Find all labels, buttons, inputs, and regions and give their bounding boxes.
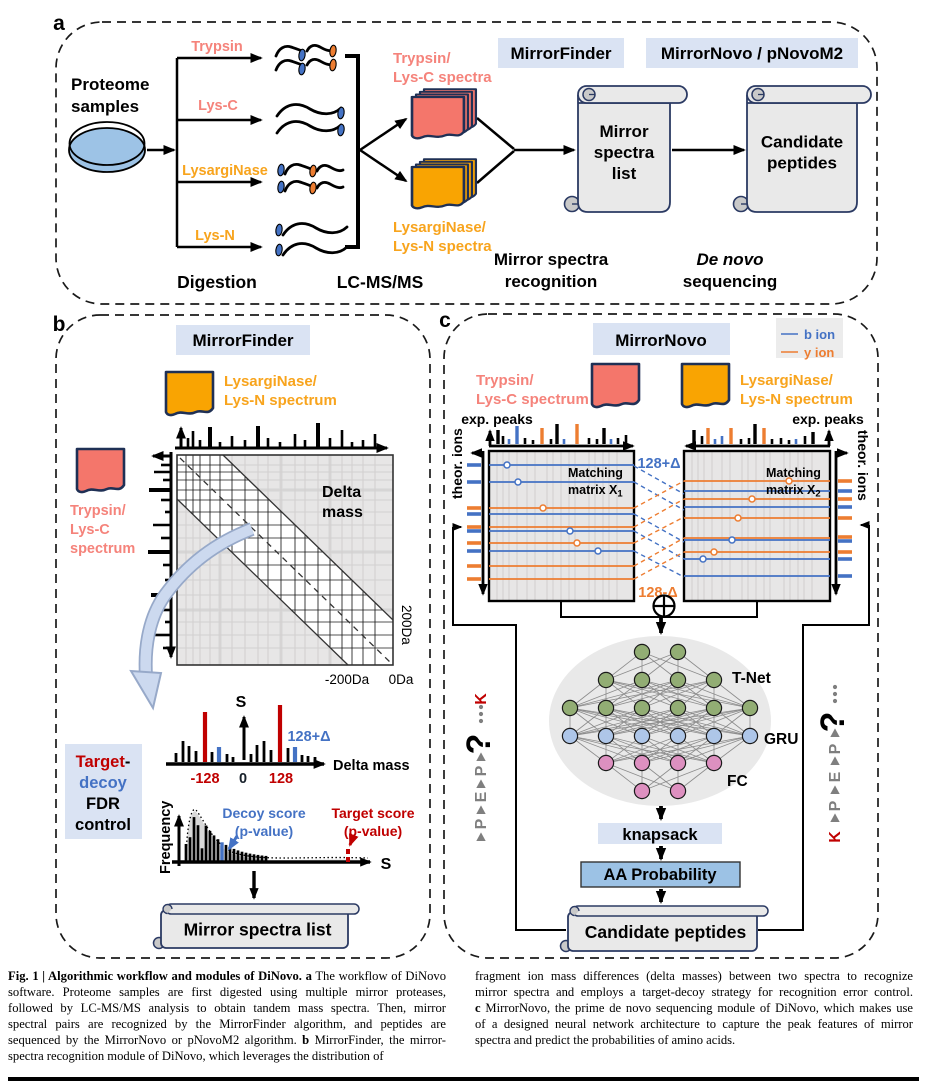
svg-text:Target-: Target- bbox=[76, 753, 131, 771]
svg-text:K: K bbox=[827, 831, 844, 843]
svg-text:Lys-C spectrum: Lys-C spectrum bbox=[476, 391, 589, 408]
svg-text:Trypsin/: Trypsin/ bbox=[70, 503, 126, 519]
svg-text:0Da: 0Da bbox=[389, 672, 414, 687]
svg-text:Proteome: Proteome bbox=[71, 75, 149, 94]
svg-text:y ion: y ion bbox=[804, 345, 834, 360]
svg-text:knapsack: knapsack bbox=[622, 826, 698, 844]
svg-text:b: b bbox=[53, 313, 66, 336]
svg-text:theor. ions: theor. ions bbox=[855, 430, 871, 501]
svg-text:samples: samples bbox=[71, 97, 139, 116]
svg-text:Digestion: Digestion bbox=[177, 272, 257, 292]
svg-text:(p-value): (p-value) bbox=[344, 823, 402, 839]
svg-text:control: control bbox=[75, 816, 131, 834]
svg-text:-200Da: -200Da bbox=[325, 672, 370, 687]
svg-text:Mirror: Mirror bbox=[599, 122, 649, 141]
svg-text:MirrorNovo: MirrorNovo bbox=[615, 331, 707, 350]
svg-text:Lys-N spectrum: Lys-N spectrum bbox=[224, 392, 337, 409]
svg-text:Delta mass: Delta mass bbox=[333, 758, 410, 774]
svg-text:a: a bbox=[53, 12, 65, 35]
svg-text:MirrorNovo / pNovoM2: MirrorNovo / pNovoM2 bbox=[661, 44, 843, 63]
svg-text:FDR: FDR bbox=[86, 795, 120, 813]
svg-text:128+Δ: 128+Δ bbox=[287, 729, 330, 745]
svg-text:De novo: De novo bbox=[696, 250, 763, 269]
svg-text:128: 128 bbox=[269, 771, 293, 787]
svg-text:Lys-N spectrum: Lys-N spectrum bbox=[740, 391, 853, 408]
svg-text:0: 0 bbox=[239, 771, 247, 787]
svg-text:128+Δ: 128+Δ bbox=[637, 456, 680, 472]
svg-text:K: K bbox=[473, 693, 490, 705]
svg-text:T-Net: T-Net bbox=[732, 670, 771, 687]
svg-text:Decoy score: Decoy score bbox=[222, 805, 305, 821]
svg-text:Lys-C spectra: Lys-C spectra bbox=[393, 69, 492, 86]
svg-text:spectra: spectra bbox=[594, 143, 655, 162]
svg-text:Trypsin: Trypsin bbox=[191, 39, 243, 55]
svg-text:AA Probability: AA Probability bbox=[603, 866, 717, 884]
svg-text:Mirror spectra: Mirror spectra bbox=[494, 250, 609, 269]
svg-text:?: ? bbox=[460, 734, 498, 755]
svg-text:Trypsin/: Trypsin/ bbox=[476, 372, 534, 389]
svg-text:?: ? bbox=[814, 712, 852, 733]
svg-text:LC-MS/MS: LC-MS/MS bbox=[337, 272, 424, 292]
svg-text:Lys-C: Lys-C bbox=[70, 522, 110, 538]
svg-text:S: S bbox=[381, 856, 392, 873]
svg-text:E: E bbox=[827, 771, 844, 782]
svg-text:matrix X2: matrix X2 bbox=[766, 483, 821, 500]
svg-text:FC: FC bbox=[727, 773, 748, 790]
svg-text:b ion: b ion bbox=[804, 327, 835, 342]
svg-text:Lys-C: Lys-C bbox=[198, 98, 238, 114]
svg-text:MirrorFinder: MirrorFinder bbox=[510, 44, 611, 63]
svg-text:list: list bbox=[612, 164, 637, 183]
svg-text:Lys-N: Lys-N bbox=[195, 228, 235, 244]
svg-text:P: P bbox=[827, 800, 844, 811]
svg-text:P: P bbox=[473, 818, 490, 829]
svg-text:recognition: recognition bbox=[505, 272, 598, 291]
svg-text:theor. ions: theor. ions bbox=[449, 428, 465, 499]
svg-text:exp. peaks: exp. peaks bbox=[461, 411, 533, 427]
svg-text:Matching: Matching bbox=[766, 466, 821, 480]
svg-text:sequencing: sequencing bbox=[683, 272, 777, 291]
svg-text:E: E bbox=[473, 791, 490, 802]
svg-text:Matching: Matching bbox=[568, 466, 623, 480]
svg-text:Delta: Delta bbox=[322, 484, 361, 501]
svg-text:mass: mass bbox=[322, 504, 363, 521]
svg-text:LysargiNase/: LysargiNase/ bbox=[393, 219, 487, 236]
svg-text:Candidate peptides: Candidate peptides bbox=[585, 922, 747, 942]
svg-text:-128: -128 bbox=[190, 771, 219, 787]
svg-text:P: P bbox=[473, 765, 490, 776]
svg-text:Frequency: Frequency bbox=[158, 801, 174, 874]
svg-text:Target score: Target score bbox=[332, 805, 415, 821]
svg-text:LysargiNase: LysargiNase bbox=[182, 163, 268, 179]
svg-text:(p-value): (p-value) bbox=[235, 823, 293, 839]
svg-text:exp. peaks: exp. peaks bbox=[792, 411, 864, 427]
svg-text:200Da: 200Da bbox=[399, 605, 414, 645]
svg-text:LysargiNase/: LysargiNase/ bbox=[740, 372, 834, 389]
svg-text:LysargiNase/: LysargiNase/ bbox=[224, 373, 318, 390]
svg-text:GRU: GRU bbox=[764, 731, 798, 748]
svg-text:c: c bbox=[439, 309, 451, 332]
svg-text:matrix X1: matrix X1 bbox=[568, 483, 623, 500]
svg-text:MirrorFinder: MirrorFinder bbox=[192, 331, 293, 350]
svg-text:Trypsin/: Trypsin/ bbox=[393, 50, 451, 67]
svg-text:spectrum: spectrum bbox=[70, 541, 135, 557]
svg-text:decoy: decoy bbox=[79, 774, 128, 792]
svg-text:Mirror spectra list: Mirror spectra list bbox=[184, 920, 332, 940]
svg-text:P: P bbox=[827, 743, 844, 754]
svg-text:peptides: peptides bbox=[767, 154, 837, 173]
svg-text:S: S bbox=[236, 694, 247, 711]
svg-text:Lys-N spectra: Lys-N spectra bbox=[393, 238, 492, 255]
svg-text:Candidate: Candidate bbox=[761, 133, 843, 152]
